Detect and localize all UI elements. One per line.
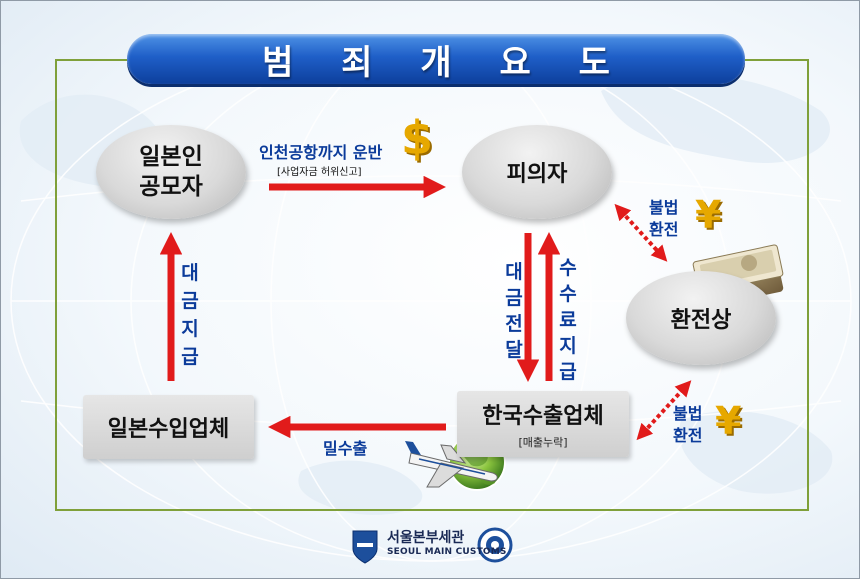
footer-name-korean: 서울본부세관 xyxy=(387,530,465,546)
label-payment-transfer-char: 달 xyxy=(505,339,523,361)
node-suspect-label: 피의자 xyxy=(506,162,568,187)
label-payment-transfer-char: 대 xyxy=(505,261,523,283)
label-payment-transfer-char: 전 xyxy=(505,313,523,335)
diagram-title: 범 죄 개 요 도 xyxy=(262,42,628,83)
arrow-illegal-exchange-top xyxy=(614,203,668,262)
airplane-icon xyxy=(405,441,498,488)
label-illegal-exchange-top-line: 불법 xyxy=(649,198,679,217)
label-transport: 인천공항까지 운반 xyxy=(259,143,383,162)
node-japan-importer: 일본수입업체 xyxy=(83,395,254,459)
node-japanese-accomplice-line2: 공모자 xyxy=(139,174,203,200)
node-japanese-accomplice-line1: 일본인 xyxy=(139,144,203,170)
label-payment-transfer: 대 금 전 달 xyxy=(503,259,525,363)
label-japan-payment-char: 금 xyxy=(181,290,199,312)
label-illegal-exchange-bottom: 불법 환전 xyxy=(673,403,702,447)
label-commission-char: 지 xyxy=(559,335,577,357)
dollar-icon: $ xyxy=(401,111,434,165)
node-money-changer: 환전상 xyxy=(626,271,776,365)
label-commission-char: 료 xyxy=(559,309,577,331)
label-japan-payment-char: 대 xyxy=(181,262,199,284)
title-banner: 범 죄 개 요 도 xyxy=(127,34,745,84)
node-japan-importer-label: 일본수입업체 xyxy=(107,417,230,442)
customs-emblem-icon xyxy=(477,527,513,563)
yen-icon-top: ¥ xyxy=(695,193,722,237)
label-illegal-exchange-bottom-line: 환전 xyxy=(673,426,703,445)
footer-logo: 서울본부세관 SEOUL MAIN CUSTOMS xyxy=(351,525,521,565)
label-transport-note: [사업자금 허위신고] xyxy=(277,167,362,178)
label-illegal-exchange-top: 불법 환전 xyxy=(649,197,678,241)
label-smuggling: 밀수출 xyxy=(323,439,368,458)
customs-shield-icon xyxy=(352,530,378,564)
node-money-changer-label: 환전상 xyxy=(670,308,732,333)
label-commission-char: 급 xyxy=(559,361,577,383)
label-japan-payment: 대 금 지 급 xyxy=(179,259,201,371)
node-korea-exporter: 한국수출업체 [매출누락] xyxy=(457,391,629,457)
label-japan-payment-char: 급 xyxy=(181,346,199,368)
arrow-illegal-exchange-bottom xyxy=(636,380,692,441)
node-japanese-accomplice: 일본인 공모자 xyxy=(96,125,246,219)
label-payment-transfer-char: 금 xyxy=(505,287,523,309)
label-illegal-exchange-bottom-line: 불법 xyxy=(673,404,703,423)
footer-text: 서울본부세관 SEOUL MAIN CUSTOMS xyxy=(387,531,507,559)
yen-icon-bottom: ¥ xyxy=(715,399,742,443)
label-japan-payment-char: 지 xyxy=(181,318,199,340)
footer-name-english: SEOUL MAIN CUSTOMS xyxy=(387,547,507,557)
label-commission-char: 수 xyxy=(559,257,577,279)
node-korea-exporter-label: 한국수출업체 xyxy=(482,404,604,429)
label-commission: 수 수 료 지 급 xyxy=(557,255,579,385)
label-commission-char: 수 xyxy=(559,283,577,305)
node-suspect: 피의자 xyxy=(462,125,612,219)
node-korea-exporter-note: [매출누락] xyxy=(518,436,568,449)
label-illegal-exchange-top-line: 환전 xyxy=(649,220,679,239)
